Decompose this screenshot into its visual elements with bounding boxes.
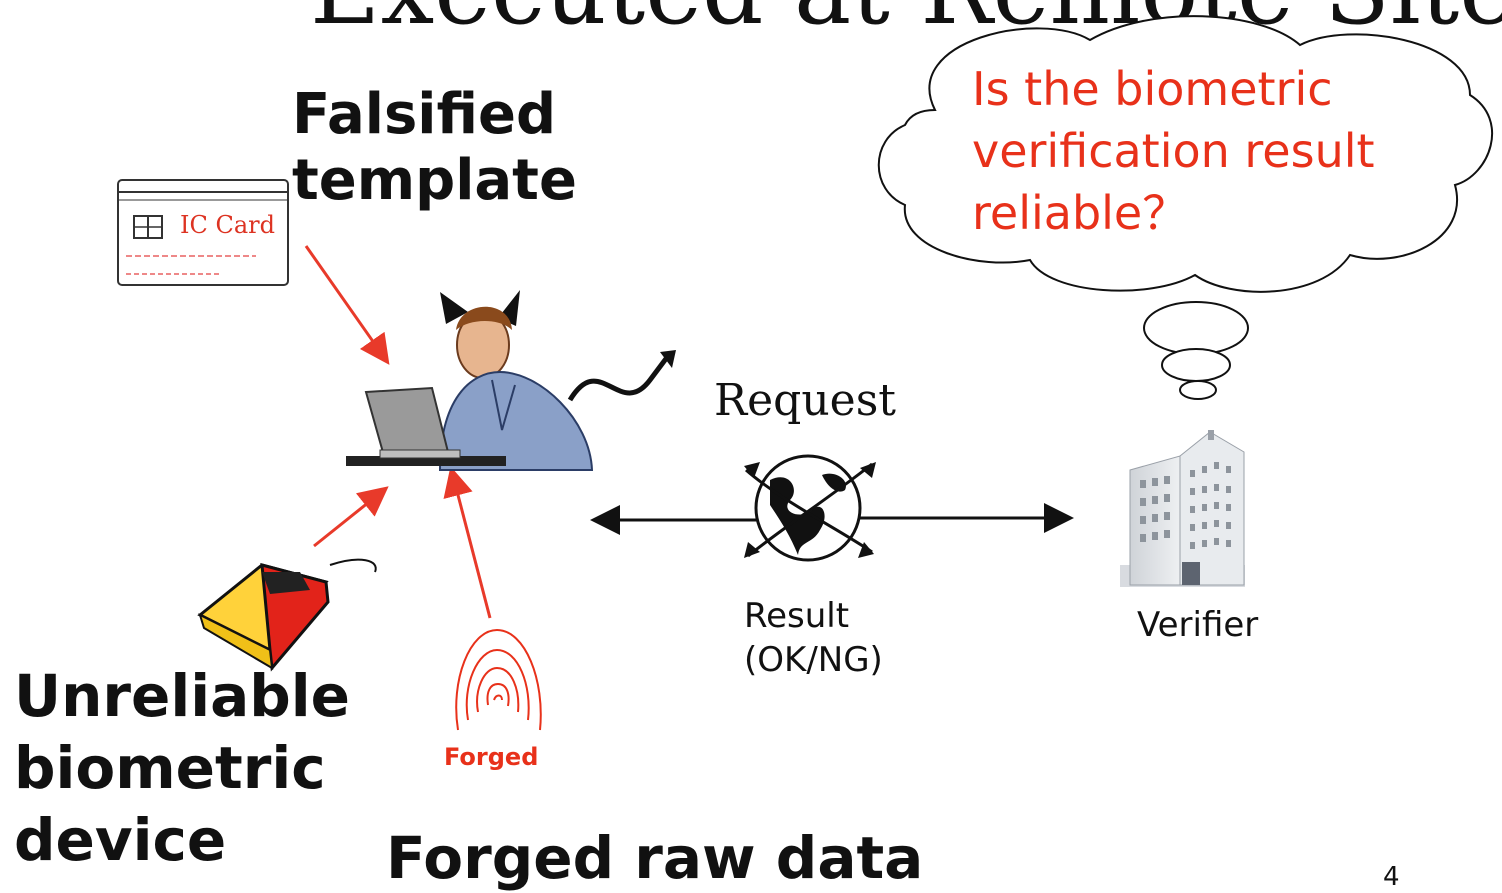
forged-fingerprint-label: Forged	[444, 743, 539, 771]
biometric-reader-icon	[197, 558, 377, 672]
thought-cloud-icon	[877, 15, 1494, 400]
ic-card-label: IC Card	[180, 211, 275, 239]
forged-raw-data-label: Forged raw data	[386, 824, 924, 892]
result-label: Result (OK/NG)	[744, 596, 883, 680]
page-number: 4	[1383, 862, 1400, 892]
cloud-question: Is the biometric verification result rel…	[972, 62, 1375, 240]
devil-horns-icon	[440, 292, 468, 324]
ic-card-icon	[117, 179, 289, 286]
globe-icon	[744, 454, 876, 562]
devil-tail-icon	[567, 354, 670, 402]
device-attack-arrow	[313, 486, 389, 548]
falsified-template-label: Falsified template	[292, 82, 577, 213]
building-icon	[1120, 430, 1245, 587]
verifier-label: Verifier	[1137, 605, 1259, 645]
template-attack-arrow	[304, 245, 390, 365]
attacker-icon	[346, 290, 676, 471]
unreliable-device-label: Unreliable biometric device	[14, 662, 350, 874]
request-label: Request	[714, 375, 896, 426]
fingerprint-icon	[455, 628, 542, 731]
rawdata-attack-arrow	[443, 466, 492, 619]
